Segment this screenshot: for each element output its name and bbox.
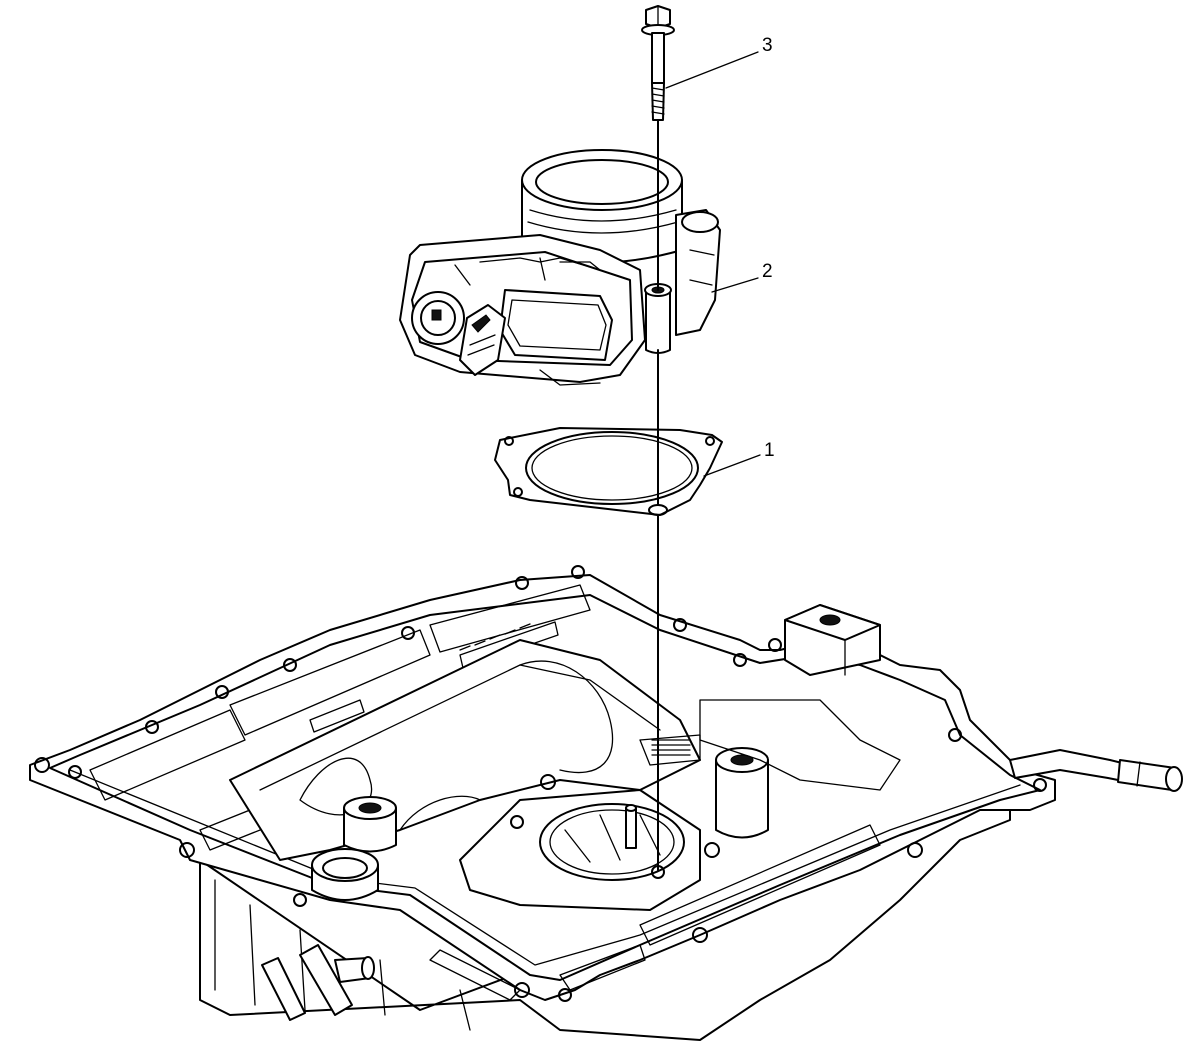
- manifold-throttle-opening: [459, 774, 720, 911]
- callout-gasket-number: 1: [764, 440, 775, 461]
- throttle-body: [399, 149, 721, 386]
- pcv-tube: [1009, 749, 1183, 792]
- flange-bolt-holes: [34, 565, 1047, 1002]
- callout-bolt-number: 3: [762, 35, 773, 56]
- callout-throttle-body-number: 2: [762, 261, 773, 282]
- leader-gasket: [703, 454, 761, 477]
- callout-leaders: [665, 51, 761, 477]
- leader-bolt: [665, 51, 759, 89]
- gasket: [494, 427, 723, 516]
- leader-throttle-body: [711, 277, 759, 293]
- intake-manifold: [29, 565, 1183, 1041]
- bolt: [641, 5, 675, 121]
- manifold-bosses: [311, 604, 881, 901]
